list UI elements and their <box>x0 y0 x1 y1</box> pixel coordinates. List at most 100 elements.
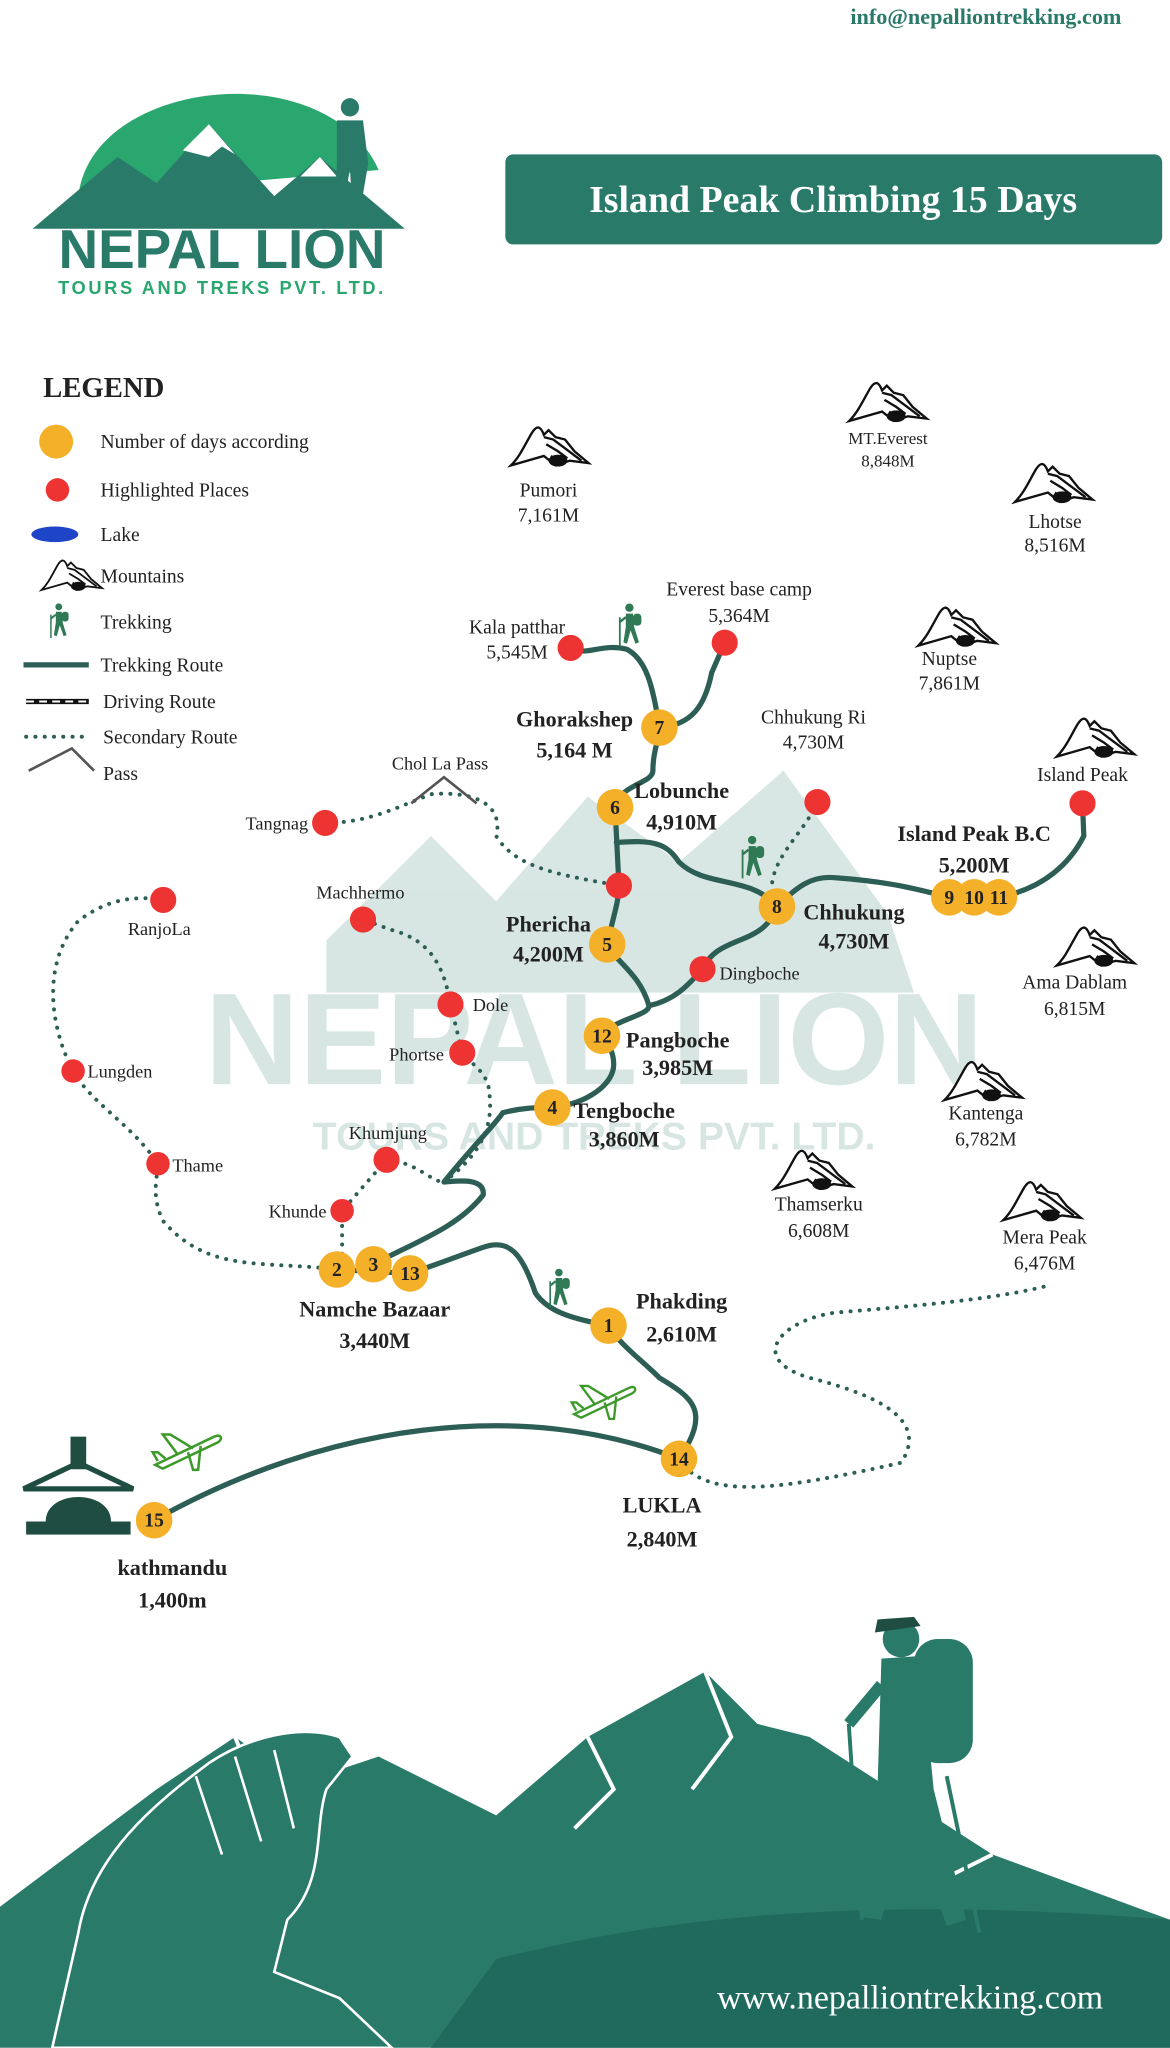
stop-altitude: 4,910M <box>646 809 717 834</box>
stop-name: Phakding <box>636 1289 727 1314</box>
day-marker-pangboche[interactable] <box>583 1017 621 1055</box>
day-number: 11 <box>990 888 1009 909</box>
legend-label: Mountains <box>101 567 185 588</box>
mountain-markers: Pumori 7,161M MT.Everest 8,848M Lhotse 8… <box>410 381 1136 1274</box>
day-number: 9 <box>944 888 954 909</box>
day-marker-lukla[interactable] <box>660 1440 698 1478</box>
watermark-tagline: TOURS AND TREKS PVT. LTD. <box>313 1115 876 1158</box>
place-name: Dingboche <box>719 964 799 984</box>
machhermo-marker[interactable] <box>349 906 377 933</box>
place-name: Machhermo <box>316 883 404 903</box>
stop-name: Phericha <box>506 911 591 936</box>
place-name: RanjoLa <box>128 919 191 939</box>
ama-dablam-mountain-icon <box>1055 926 1136 968</box>
mountain-name: Ama Dablam <box>1022 973 1127 994</box>
mountain-name: Pumori <box>520 480 578 501</box>
mountain-altitude: 6,476M <box>1014 1253 1075 1274</box>
day-number: 13 <box>400 1264 420 1285</box>
legend-highlight-icon <box>45 478 70 502</box>
mountain-name: Mera Peak <box>1003 1227 1087 1248</box>
khunde-marker[interactable] <box>330 1198 354 1223</box>
day-number: 8 <box>772 897 782 918</box>
stop-altitude: 2,610M <box>646 1321 717 1346</box>
stop-name: Pangboche <box>626 1028 730 1053</box>
place-name: Chol La Pass <box>392 753 488 773</box>
day-number: 1 <box>604 1316 614 1337</box>
ranjola-marker[interactable] <box>150 886 177 914</box>
day-number: 3 <box>369 1255 379 1276</box>
stop-name: Lobunche <box>634 778 729 803</box>
chhukung-ri-marker[interactable] <box>804 788 831 816</box>
day-number: 7 <box>655 718 665 739</box>
plane-icon <box>570 1384 637 1421</box>
thame-marker[interactable] <box>146 1151 170 1176</box>
stop-name: Ghorakshep <box>516 706 633 731</box>
day-marker-namche[interactable] <box>318 1251 356 1288</box>
day-marker-island-bc[interactable] <box>980 879 1018 916</box>
legend: LEGEND Number of days according Highligh… <box>23 372 309 785</box>
day-number: 5 <box>602 935 612 956</box>
mountain-name: Thamserku <box>775 1195 863 1216</box>
trekker-icon <box>49 602 70 640</box>
day-number: 10 <box>964 888 984 909</box>
place-altitude: 5,364M <box>708 606 769 627</box>
dingboche-marker[interactable] <box>689 956 716 983</box>
stop-altitude: 5,164 M <box>536 738 612 763</box>
mera-peak-mountain-icon <box>1002 1180 1083 1223</box>
stop-name: Chhukung <box>803 900 904 925</box>
lhotse-mountain-icon <box>1013 462 1094 505</box>
place-name: Phortse <box>389 1045 444 1065</box>
legend-label: Number of days according <box>101 432 309 453</box>
stop-altitude: 1,400m <box>138 1588 207 1613</box>
stop-altitude: 3,985M <box>642 1055 713 1080</box>
company-logo: NEPAL LION TOURS AND TREKS PVT. LTD. <box>32 93 405 298</box>
everest-base-camp-marker[interactable] <box>711 629 738 656</box>
day-marker-tengboche[interactable] <box>534 1089 571 1126</box>
khumjung-marker[interactable] <box>373 1146 400 1173</box>
stop-altitude: 2,840M <box>627 1526 698 1551</box>
kala-patthar-marker[interactable] <box>557 634 584 661</box>
day-marker-chhukung[interactable] <box>758 888 796 925</box>
dole-marker[interactable] <box>437 991 464 1018</box>
email-link[interactable]: info@nepalliontrekking.com <box>850 4 1122 30</box>
tangnag-marker[interactable] <box>312 809 339 836</box>
island-peak-marker[interactable] <box>1069 790 1096 817</box>
mountain-name: Island Peak <box>1037 765 1128 786</box>
legend-day-marker-icon <box>39 424 74 459</box>
legend-label: Lake <box>101 525 140 546</box>
day-marker-kathmandu[interactable] <box>135 1501 173 1539</box>
phortse-marker[interactable] <box>449 1039 476 1066</box>
day-number: 12 <box>592 1026 612 1047</box>
stop-altitude: 3,440M <box>339 1328 410 1353</box>
trekker-icon <box>548 1267 572 1309</box>
stop-altitude: 4,730M <box>819 928 890 953</box>
day-number: 15 <box>144 1511 164 1532</box>
mountain-altitude: 8,516M <box>1024 535 1085 556</box>
legend-label: Driving Route <box>103 692 216 713</box>
day-marker-lobunche[interactable] <box>596 788 634 826</box>
place-altitude: 4,730M <box>783 732 844 753</box>
legend-label: Highlighted Places <box>101 480 249 501</box>
pheriche-junction-marker[interactable] <box>605 872 633 899</box>
mountain-icon <box>40 559 104 592</box>
hiker-illustration <box>844 1616 982 1934</box>
island-peak-mountain-icon <box>1055 717 1136 759</box>
place-name: Khumjung <box>349 1123 427 1143</box>
day-marker-ghorakshep[interactable] <box>641 709 678 746</box>
place-name: Dole <box>473 995 509 1015</box>
place-name: Tangnag <box>246 813 309 833</box>
stop-altitude: 5,200M <box>939 853 1010 878</box>
website-link[interactable]: www.nepalliontrekking.com <box>717 1980 1103 2017</box>
highlighted-places: Kala patthar 5,545M Everest base camp 5,… <box>61 580 1096 1223</box>
day-marker-namche[interactable] <box>355 1245 392 1283</box>
lion-illustration <box>24 1730 394 2048</box>
stop-name: Namche Bazaar <box>299 1297 450 1322</box>
day-number: 4 <box>547 1098 557 1119</box>
day-marker-phericha[interactable] <box>588 926 626 963</box>
lungden-marker[interactable] <box>61 1059 85 1083</box>
place-name: Kala patthar <box>469 618 566 639</box>
mountain-altitude: 8,848M <box>861 451 914 470</box>
day-marker-namche[interactable] <box>391 1255 429 1292</box>
day-marker-phakding[interactable] <box>590 1307 627 1344</box>
place-name: Thame <box>172 1156 223 1176</box>
